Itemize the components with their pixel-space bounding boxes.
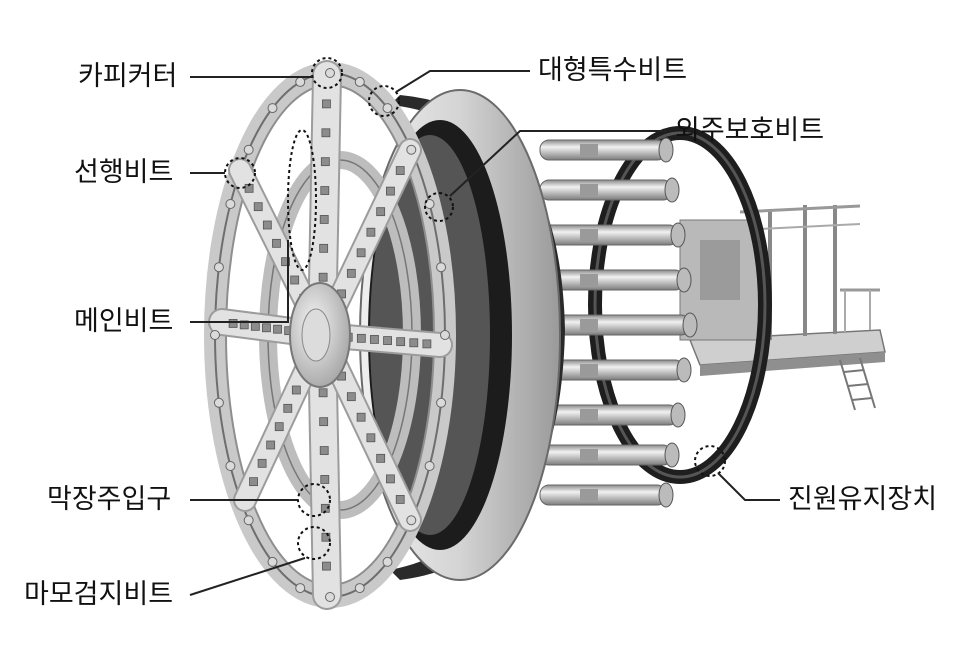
- highlight-markers: [224, 57, 726, 560]
- marker-outer-protect-bit: [424, 192, 454, 222]
- marker-large-special-bit: [368, 85, 400, 117]
- rear-platform: [679, 204, 886, 411]
- roundness-keeping-ring: [588, 126, 772, 484]
- marker-copy-cutter: [311, 57, 343, 89]
- label-leading-bit: 선행비트: [74, 157, 174, 188]
- label-roundness-device: 진원유지장치: [788, 484, 938, 515]
- label-large-special-bit: 대형특수비트: [538, 55, 688, 86]
- label-wear-detect-bit: 마모검지비트: [24, 579, 174, 610]
- leader-main-bit: [190, 240, 289, 323]
- leader-lines: [189, 70, 780, 596]
- leader-outer-protect-bit: [449, 130, 667, 197]
- marker-wear-detect-bit: [297, 526, 331, 560]
- label-main-bit: 메인비트: [74, 306, 174, 337]
- leader-wear-detect-bit: [189, 557, 306, 596]
- cutter-head: [204, 60, 456, 610]
- leader-roundness-device: [717, 472, 780, 501]
- marker-roundness-device: [694, 445, 726, 477]
- marker-main-bit: [287, 129, 317, 271]
- shield-jacks: [539, 137, 698, 508]
- leader-large-special-bit: [395, 70, 530, 93]
- label-slurry-inlet: 막장주입구: [47, 484, 172, 515]
- marker-leading-bit: [224, 157, 256, 189]
- label-copy-cutter: 카피커터: [78, 61, 178, 92]
- label-outer-protect-bit: 외주보호비트: [675, 115, 825, 146]
